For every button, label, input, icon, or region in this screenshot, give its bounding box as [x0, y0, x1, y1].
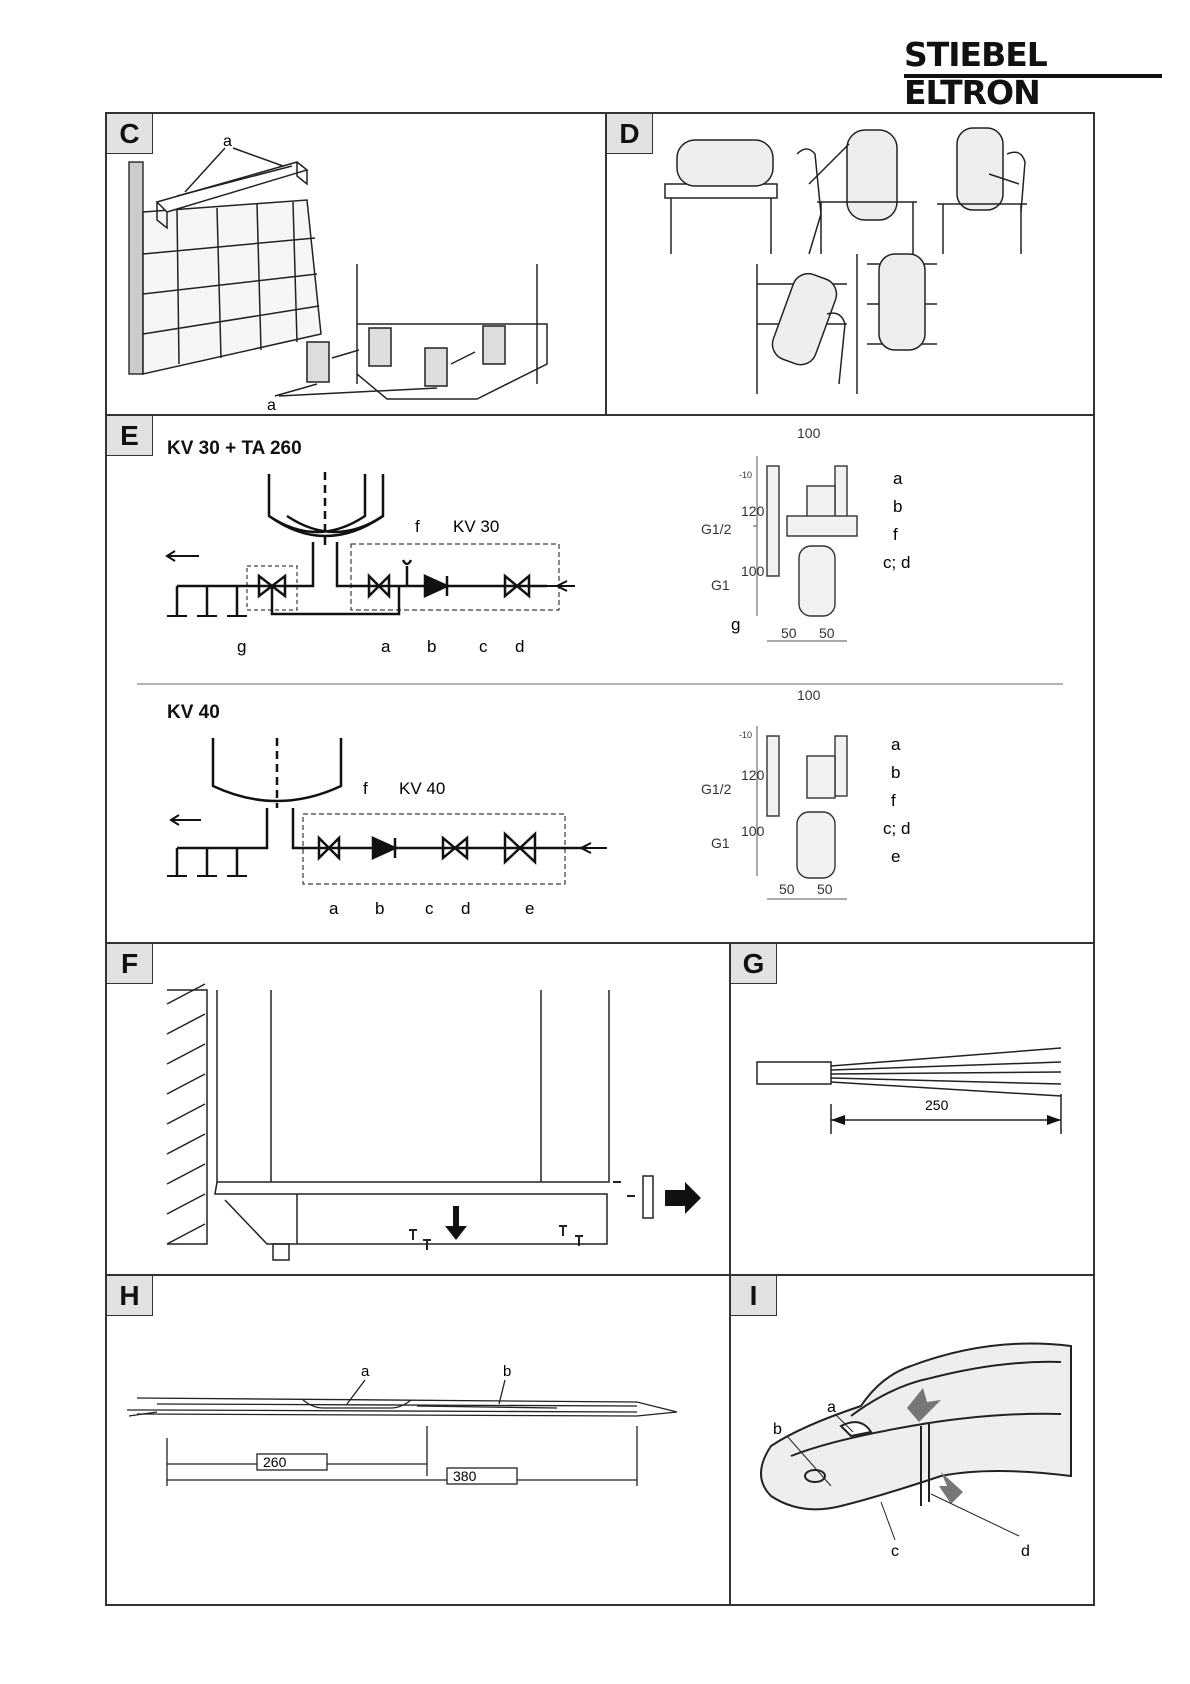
kv40-dim-h2: 100 — [741, 823, 765, 839]
kv30-side-cd: c; d — [883, 553, 910, 572]
kv40-dim-g1: G1 — [711, 835, 730, 851]
kv30-label-g: g — [237, 637, 246, 656]
kv30-label-d: d — [515, 637, 524, 656]
panel-c-drawing: a a — [128, 133, 548, 414]
panel-h: H a b 260 380 — [106, 1275, 730, 1605]
panel-h-dim-380: 380 — [453, 1468, 477, 1484]
panel-c-tag: C — [107, 114, 153, 154]
kv30-dim-g12: G1/2 — [701, 521, 732, 537]
kv40-label-f: f — [363, 779, 368, 798]
panel-g-drawing: 250 — [756, 1047, 1062, 1134]
panel-c-label-a-top: a — [223, 133, 232, 150]
kv30-label-b: b — [427, 637, 436, 656]
kv40-label-c: c — [425, 899, 434, 918]
kv40-side-a: a — [891, 735, 901, 754]
kv30-title: KV 30 + TA 260 — [167, 438, 302, 459]
panel-i: I a b c d — [730, 1275, 1094, 1605]
panel-d-drawing — [664, 127, 1027, 394]
kv40-side-b: b — [891, 763, 900, 782]
kv30-dim-top: 100 — [797, 425, 821, 441]
panel-e-drawing: f KV 30 g a b c d f KV 40 a b c d e 100 … — [137, 425, 1063, 918]
kv30-box-label: KV 30 — [453, 517, 499, 536]
kv40-dim-small: -10 — [739, 730, 752, 740]
kv30-label-f: f — [415, 517, 420, 536]
panel-h-label-b: b — [503, 1363, 511, 1380]
kv30-side-f: f — [893, 525, 898, 544]
kv40-side-f: f — [891, 791, 896, 810]
kv30-label-c: c — [479, 637, 488, 656]
kv30-dim-w1: 50 — [781, 625, 797, 641]
kv30-dim-small: -10 — [739, 470, 752, 480]
panel-f: F — [106, 943, 730, 1275]
panel-i-label-d: d — [1021, 1543, 1030, 1560]
panel-c-label-a-bottom: a — [267, 397, 276, 414]
kv30-dim-h2: 100 — [741, 563, 765, 579]
panel-h-drawing: a b 260 380 — [127, 1363, 678, 1486]
kv40-dim-top: 100 — [797, 687, 821, 703]
kv30-side-g: g — [731, 615, 740, 634]
panel-i-label-c: c — [891, 1543, 899, 1560]
panel-e-tag: E — [107, 416, 153, 456]
panel-g-dim: 250 — [925, 1097, 949, 1113]
panel-c: C — [106, 113, 606, 415]
kv40-title: KV 40 — [167, 702, 220, 723]
panel-f-tag: F — [107, 944, 153, 984]
kv30-dim-w2: 50 — [819, 625, 835, 641]
kv40-label-d: d — [461, 899, 470, 918]
brand-logo: STIEBEL ELTRON — [904, 36, 1162, 112]
kv40-dim-h1: 120 — [741, 767, 765, 783]
kv40-dim-w1: 50 — [779, 881, 795, 897]
kv40-label-b: b — [375, 899, 384, 918]
panel-e: E KV 30 + TA 260 KV 40 — [106, 415, 1094, 943]
kv40-side-cd: c; d — [883, 819, 910, 838]
kv40-dim-g12: G1/2 — [701, 781, 732, 797]
kv30-dim-g1: G1 — [711, 577, 730, 593]
panel-d: D — [606, 113, 1094, 415]
panel-h-dim-260: 260 — [263, 1454, 287, 1470]
panel-i-drawing: a b c d — [760, 1342, 1072, 1560]
panel-d-tag: D — [607, 114, 653, 154]
kv40-label-a: a — [329, 899, 339, 918]
panel-g-tag: G — [731, 944, 777, 984]
panel-h-tag: H — [107, 1276, 153, 1316]
kv30-dim-h1: 120 — [741, 503, 765, 519]
panel-i-tag: I — [731, 1276, 777, 1316]
panel-g: G 250 — [730, 943, 1094, 1275]
panel-i-label-a: a — [827, 1399, 836, 1416]
kv40-label-e: e — [525, 899, 534, 918]
kv30-side-a: a — [893, 469, 903, 488]
panel-f-drawing — [166, 983, 701, 1261]
panel-i-label-b: b — [773, 1421, 782, 1438]
kv40-side-e: e — [891, 847, 900, 866]
kv40-dim-w2: 50 — [817, 881, 833, 897]
panel-h-label-a: a — [361, 1363, 370, 1380]
figure-frame: C — [105, 112, 1095, 1606]
kv30-side-b: b — [893, 497, 902, 516]
kv40-box-label: KV 40 — [399, 779, 445, 798]
kv30-label-a: a — [381, 637, 391, 656]
